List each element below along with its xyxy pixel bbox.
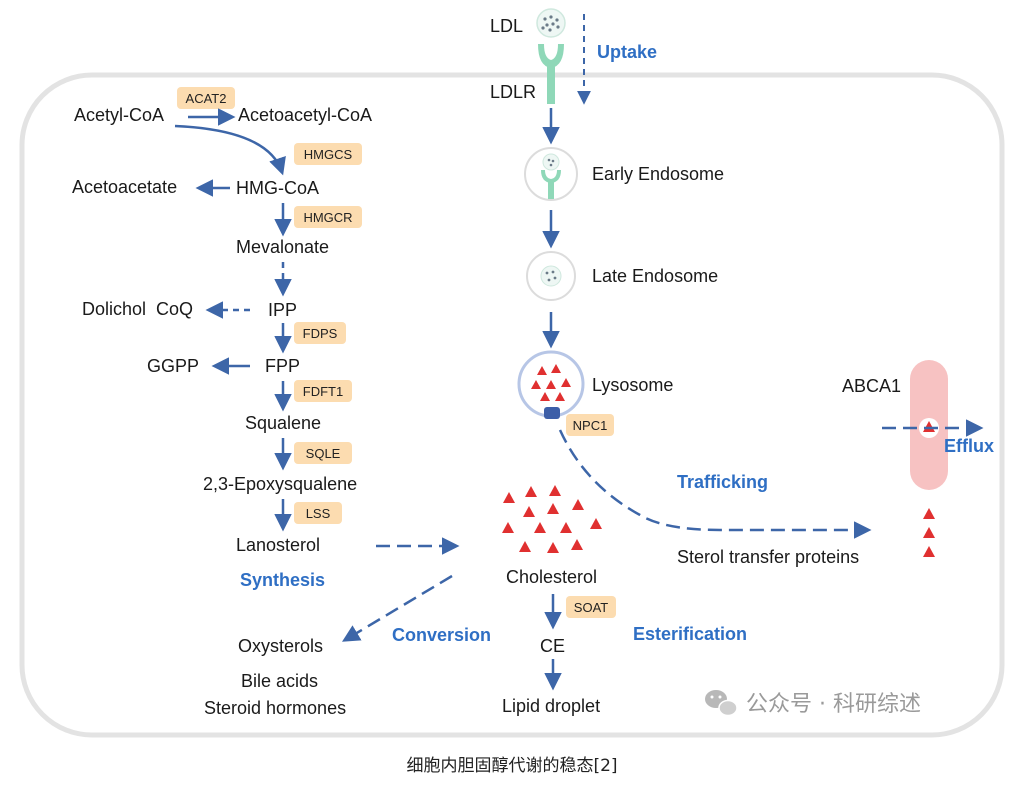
- acetoacetyl-coa-label: Acetoacetyl-CoA: [238, 105, 372, 125]
- oxysterols-label: Oxysterols: [238, 636, 323, 656]
- steroid-hormones-label: Steroid hormones: [204, 698, 346, 718]
- watermark-text: 公众号 · 科研综述: [746, 692, 921, 717]
- ldl-label: LDL: [490, 16, 523, 36]
- mevalonate-label: Mevalonate: [236, 237, 329, 257]
- enzyme-box-acat2: [177, 87, 235, 109]
- enzyme-box-npc1: [566, 414, 614, 436]
- enzyme-fdps: FDPS: [303, 326, 338, 341]
- process-uptake: Uptake: [597, 42, 657, 62]
- ipp-label: IPP: [268, 300, 297, 320]
- enzyme-box-hmgcs: [294, 143, 362, 165]
- extracellular-cholesterol: [923, 508, 935, 557]
- lysosome-label: Lysosome: [592, 375, 673, 395]
- epoxysqualene-label: 2,3-Epoxysqualene: [203, 474, 357, 494]
- bile-acids-label: Bile acids: [241, 671, 318, 691]
- enzyme-box-lss: [294, 502, 342, 524]
- npc1-protein: [544, 407, 560, 419]
- process-synthesis: Synthesis: [240, 570, 325, 590]
- enzyme-acat2: ACAT2: [186, 91, 227, 106]
- lanosterol-label: Lanosterol: [236, 535, 320, 555]
- abca1-label: ABCA1: [842, 376, 901, 396]
- enzyme-box-soat: [566, 596, 616, 618]
- figure-caption: 细胞内胆固醇代谢的稳态[2]: [406, 756, 617, 776]
- cell-membrane: [19, 72, 1005, 738]
- cholesterol-label: Cholesterol: [506, 567, 597, 587]
- acetoacetate-label: Acetoacetate: [72, 177, 177, 197]
- enzyme-npc1: NPC1: [573, 418, 608, 433]
- process-trafficking: Trafficking: [677, 472, 768, 492]
- ggpp-label: GGPP: [147, 356, 199, 376]
- enzyme-hmgcr: HMGCR: [303, 210, 352, 225]
- squalene-label: Squalene: [245, 413, 321, 433]
- cholesterol-pool: [502, 485, 602, 553]
- late-endosome: [526, 251, 576, 301]
- fpp-label: FPP: [265, 356, 300, 376]
- lipid-droplet-label: Lipid droplet: [502, 696, 600, 716]
- enzyme-hmgcs: HMGCS: [304, 147, 353, 162]
- enzyme-box-hmgcr: [294, 206, 362, 228]
- sterol-transfer-proteins-label: Sterol transfer proteins: [677, 547, 859, 567]
- enzyme-box-sqle: [294, 442, 352, 464]
- enzyme-box-fdps: [294, 322, 346, 344]
- hmg-coa-label: HMG-CoA: [236, 178, 319, 198]
- ldl-particle: [536, 8, 566, 38]
- process-conversion: Conversion: [392, 625, 491, 645]
- acetyl-coa-label: Acetyl-CoA: [74, 105, 164, 125]
- early-endosome-label: Early Endosome: [592, 164, 724, 184]
- wechat-icon: [705, 690, 738, 717]
- late-endosome-label: Late Endosome: [592, 266, 718, 286]
- ldlr-label: LDLR: [490, 82, 536, 102]
- ldlr-receptor: [538, 44, 564, 104]
- arrow-acetyl-to-hmgcoa: [174, 124, 286, 176]
- ce-label: CE: [540, 636, 565, 656]
- process-efflux: Efflux: [944, 436, 994, 456]
- enzyme-box-fdft1: [294, 380, 352, 402]
- trafficking-arrow: [558, 429, 872, 539]
- enzyme-soat: SOAT: [574, 600, 608, 615]
- enzyme-sqle: SQLE: [306, 446, 341, 461]
- enzyme-fdft1: FDFT1: [303, 384, 343, 399]
- lysosome: [517, 350, 585, 419]
- process-esterification: Esterification: [633, 624, 747, 644]
- early-endosome: [524, 147, 578, 201]
- enzyme-lss: LSS: [306, 506, 331, 521]
- dolichol-coq-label: Dolichol CoQ: [82, 299, 193, 319]
